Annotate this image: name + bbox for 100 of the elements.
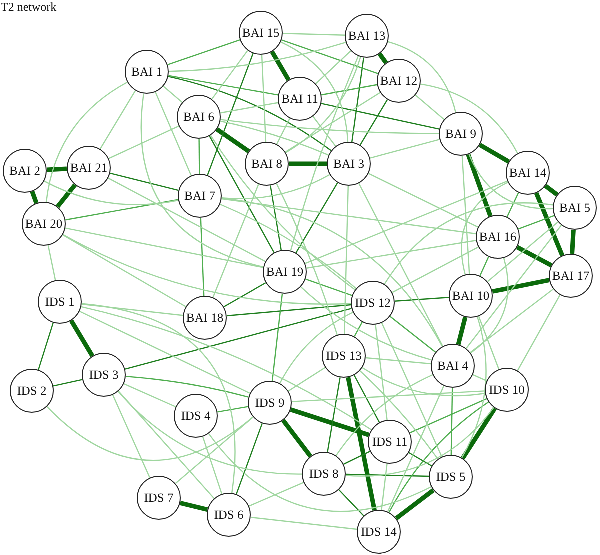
network-edge — [384, 202, 554, 285]
network-edge — [366, 357, 432, 365]
network-edge — [322, 84, 378, 96]
network-edge — [344, 186, 349, 334]
network-edge — [338, 490, 364, 516]
network-edge — [198, 139, 200, 174]
node-circle — [3, 149, 47, 193]
node-label: IDS 11 — [372, 435, 408, 449]
network-edge — [470, 258, 509, 354]
network-edge — [466, 225, 562, 349]
node-label: BAI 3 — [334, 157, 364, 171]
network-edge — [381, 322, 443, 458]
network-edge — [118, 391, 215, 499]
network-edge — [316, 50, 352, 84]
network-edge — [69, 320, 95, 358]
network-edge — [220, 204, 357, 290]
node-label: BAI 15 — [242, 26, 280, 40]
network-edge — [248, 482, 304, 507]
network-edge — [480, 256, 490, 276]
network-edge — [518, 215, 555, 230]
network-edge — [80, 310, 250, 394]
network-edge — [209, 136, 275, 254]
network-edge — [44, 180, 179, 206]
network-edge — [290, 408, 370, 438]
network-edge — [46, 82, 128, 202]
network-edge — [126, 376, 249, 398]
network-edge — [65, 228, 264, 268]
network-edge — [220, 120, 330, 156]
network-edge — [118, 391, 302, 475]
network-edge — [478, 143, 510, 164]
node-circle — [248, 381, 292, 425]
network-edge — [289, 162, 327, 166]
network-edge — [392, 246, 479, 294]
network-edge — [388, 402, 490, 513]
network-edge — [388, 41, 456, 113]
node-label: BAI 7 — [184, 189, 216, 203]
network-edge — [375, 324, 388, 420]
network-edge — [312, 116, 336, 147]
node-label: IDS 2 — [17, 384, 47, 398]
network-edge — [210, 135, 356, 290]
network-edge — [155, 92, 192, 176]
network-edge — [261, 54, 267, 142]
node-label: BAI 14 — [509, 166, 547, 180]
network-edge — [272, 294, 284, 382]
network-edge — [108, 178, 266, 262]
network-edge — [282, 40, 378, 74]
network-edge — [461, 316, 487, 458]
node-label: BAI 13 — [348, 29, 386, 43]
network-edge — [222, 174, 330, 200]
network-edge — [280, 42, 349, 142]
network-edge — [290, 56, 360, 251]
network-edge — [82, 304, 184, 316]
network-edge — [410, 398, 488, 434]
node-label: IDS 6 — [214, 508, 244, 522]
node-label: BAI 16 — [479, 230, 517, 244]
node-circle — [485, 368, 529, 412]
network-edge — [306, 278, 352, 296]
network-edge — [124, 383, 176, 408]
network-edge — [168, 75, 278, 96]
network-edge — [346, 407, 494, 477]
node-label: IDS 7 — [144, 491, 174, 505]
node-circle — [10, 369, 54, 413]
network-edge — [420, 84, 518, 154]
network-edge — [472, 374, 488, 382]
node-label: IDS 14 — [361, 525, 397, 539]
network-edge — [358, 183, 444, 347]
node-circle — [351, 281, 395, 325]
network-edge — [378, 52, 388, 64]
node-circle — [207, 493, 251, 537]
node-circle — [22, 202, 66, 246]
node-circle — [429, 455, 473, 499]
node-label: BAI 21 — [70, 161, 108, 175]
node-label: IDS 5 — [436, 470, 466, 484]
node-label: BAI 6 — [184, 110, 214, 124]
node-circle — [278, 77, 322, 121]
network-edge — [30, 190, 39, 204]
network-edge — [53, 379, 83, 387]
network-edge — [370, 139, 440, 159]
node-label: IDS 13 — [326, 349, 362, 363]
network-edge — [362, 367, 486, 397]
network-edge — [470, 288, 554, 354]
node-circle — [377, 59, 421, 103]
network-edge — [381, 464, 388, 510]
node-circle — [327, 142, 371, 186]
network-edge — [327, 378, 341, 452]
node-label: BAI 8 — [252, 157, 282, 171]
network-edge — [487, 222, 559, 282]
node-label: BAI 2 — [10, 164, 40, 178]
node-circle — [177, 95, 221, 139]
network-edge — [236, 424, 263, 494]
node-circle — [67, 146, 111, 190]
network-edge — [360, 370, 439, 460]
network-edge — [207, 53, 254, 176]
network-edge — [276, 183, 338, 336]
node-label: IDS 3 — [89, 368, 119, 382]
node-circle — [368, 420, 412, 464]
node-circle — [431, 344, 475, 388]
node-circle — [553, 186, 597, 230]
network-edge — [220, 119, 439, 134]
network-edge — [100, 90, 136, 150]
